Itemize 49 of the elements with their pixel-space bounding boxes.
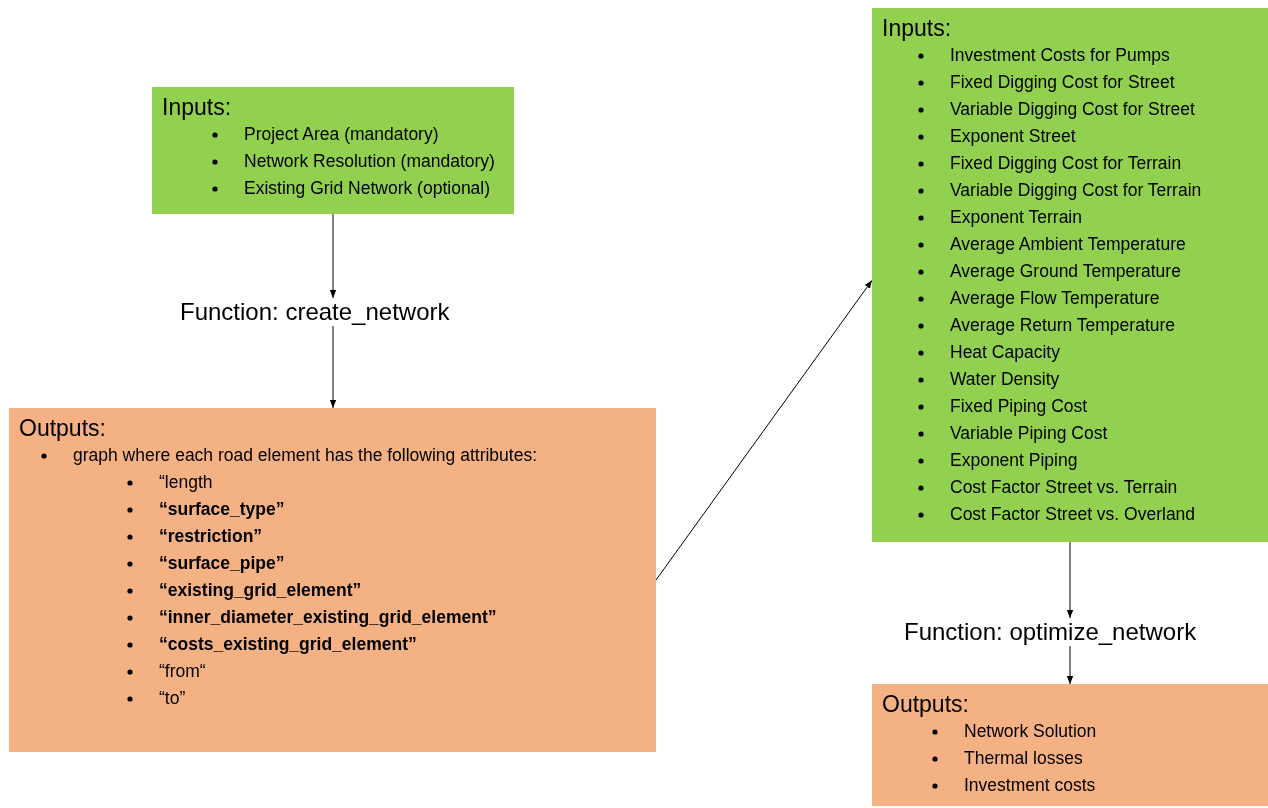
list-item: “length bbox=[159, 472, 213, 492]
inputs-box bbox=[872, 8, 1268, 542]
list-item: Exponent Terrain bbox=[950, 207, 1082, 227]
function-label: Function: create_network bbox=[180, 298, 450, 326]
list-item: Thermal losses bbox=[964, 748, 1083, 768]
list-item: Heat Capacity bbox=[950, 342, 1060, 362]
list-item: Water Density bbox=[950, 369, 1060, 389]
box-heading: Inputs: bbox=[882, 14, 952, 42]
list-item: Average Flow Temperature bbox=[950, 288, 1160, 308]
inputs-box bbox=[152, 87, 514, 214]
arrow bbox=[1066, 645, 1074, 685]
box-heading: Outputs: bbox=[882, 690, 969, 718]
list-item: “surface_pipe” bbox=[159, 553, 285, 573]
list-item: Average Ground Temperature bbox=[950, 261, 1181, 281]
list-item: Fixed Digging Cost for Street bbox=[950, 72, 1175, 92]
box-heading: Outputs: bbox=[19, 414, 106, 442]
list-item: Network Solution bbox=[964, 721, 1097, 741]
list-item: Average Ambient Temperature bbox=[950, 234, 1186, 254]
box-heading: Inputs: bbox=[162, 93, 232, 121]
list-item: Investment costs bbox=[964, 775, 1096, 795]
list-item: “surface_type” bbox=[159, 499, 285, 519]
list-item: Existing Grid Network (optional) bbox=[244, 178, 491, 198]
function-label: Function: optimize_network bbox=[904, 618, 1197, 646]
outputs-box bbox=[872, 684, 1268, 806]
arrow bbox=[655, 279, 873, 581]
list-item: “restriction” bbox=[159, 526, 263, 546]
list-item: “from“ bbox=[159, 661, 206, 681]
list-item: Variable Digging Cost for Terrain bbox=[950, 180, 1202, 200]
list-item: Exponent Piping bbox=[950, 450, 1078, 470]
list-item: Investment Costs for Pumps bbox=[950, 45, 1170, 65]
list-item: Variable Piping Cost bbox=[950, 423, 1108, 443]
list-item: Cost Factor Street vs. Overland bbox=[950, 504, 1196, 524]
list-item: Fixed Digging Cost for Terrain bbox=[950, 153, 1182, 173]
arrow bbox=[329, 213, 337, 299]
list-item: Fixed Piping Cost bbox=[950, 396, 1088, 416]
list-item: graph where each road element has the following attributes: bbox=[73, 445, 538, 465]
list-item: Variable Digging Cost for Street bbox=[950, 99, 1195, 119]
arrow bbox=[1066, 541, 1074, 619]
list-item: Project Area (mandatory) bbox=[244, 124, 439, 144]
list-item: Exponent Street bbox=[950, 126, 1076, 146]
list-item: Cost Factor Street vs. Terrain bbox=[950, 477, 1178, 497]
list-item: Network Resolution (mandatory) bbox=[244, 151, 495, 171]
arrow bbox=[329, 325, 337, 409]
list-item: “to” bbox=[159, 688, 186, 708]
list-item: “existing_grid_element” bbox=[159, 580, 362, 600]
outputs-box bbox=[9, 408, 656, 752]
list-item: Average Return Temperature bbox=[950, 315, 1176, 335]
list-item: “costs_existing_grid_element” bbox=[159, 634, 417, 654]
list-item: “inner_diameter_existing_grid_element” bbox=[159, 607, 497, 627]
